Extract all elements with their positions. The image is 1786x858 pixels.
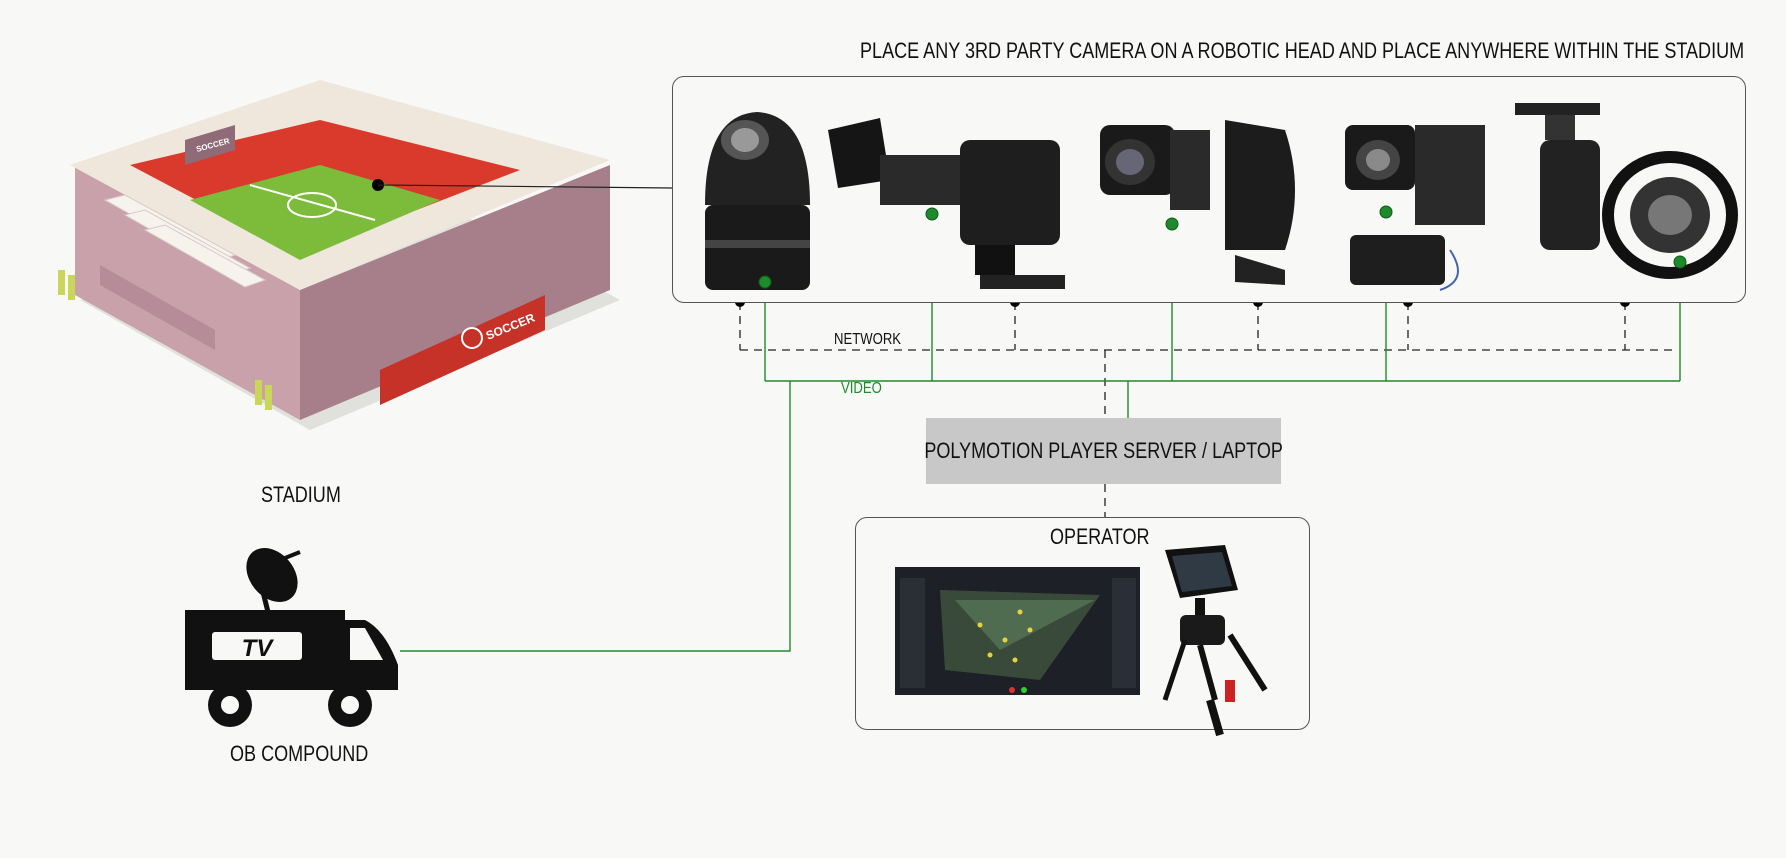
camera-section-title: PLACE ANY 3RD PARTY CAMERA ON A ROBOTIC … <box>860 38 1745 63</box>
broadcast-camera-2 <box>828 118 1065 289</box>
gimbal-camera-5 <box>1515 103 1738 279</box>
server-label: POLYMOTION PLAYER SERVER / LAPTOP <box>924 438 1283 463</box>
broadcast-camera-4 <box>1345 125 1485 291</box>
operator-label: OPERATOR <box>1050 524 1150 549</box>
polymotion-server-box: POLYMOTION PLAYER SERVER / LAPTOP <box>924 418 1283 484</box>
ptz-dome-camera <box>705 112 810 290</box>
operator-tablet-controller <box>1162 545 1268 737</box>
operator-ui-screen <box>895 567 1140 695</box>
ob-compound-label: OB COMPOUND <box>230 741 369 766</box>
stadium-label: STADIUM <box>261 482 341 507</box>
network-label: NETWORK <box>834 331 902 348</box>
broadcast-camera-3 <box>1100 120 1295 285</box>
satellite-dish-icon <box>246 548 298 602</box>
tv-sign: TV <box>242 635 275 662</box>
soccer-ball-icon <box>461 327 483 349</box>
video-label: VIDEO <box>841 380 882 397</box>
